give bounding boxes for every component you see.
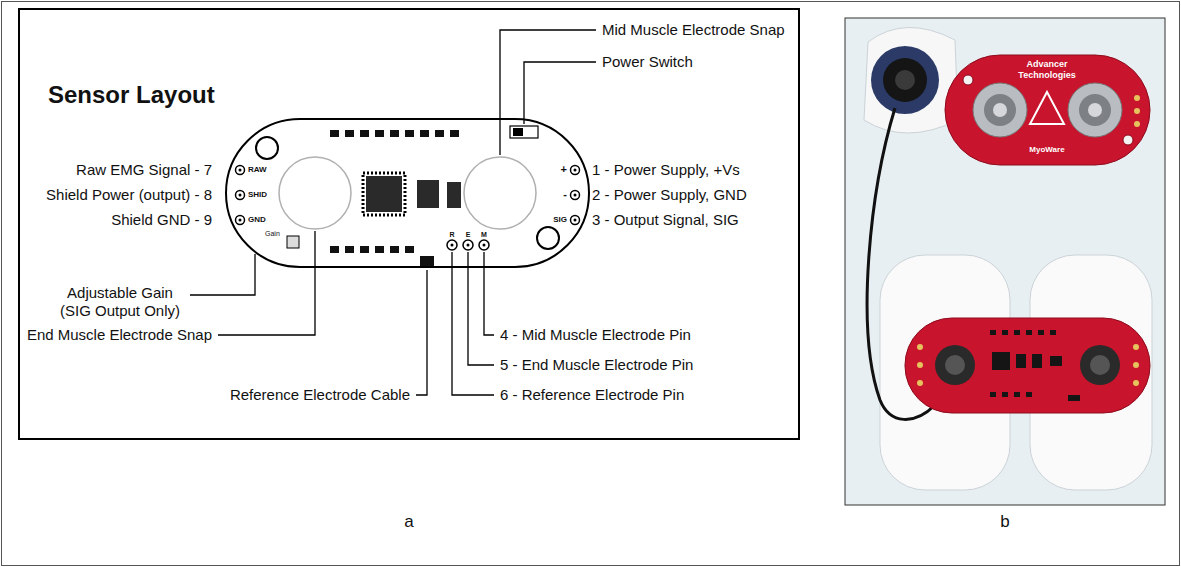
pin-letter-holder: E bbox=[466, 231, 471, 239]
pad-name: - bbox=[563, 188, 567, 201]
pad-name-holder: RAW bbox=[248, 165, 267, 175]
pin-label-holder: 6 - Reference Electrode Pin bbox=[500, 386, 684, 404]
leader-line bbox=[500, 30, 596, 155]
pin-label: Shield Power (output) - 8 bbox=[46, 186, 212, 204]
pin-label-holder: Shield GND - 9 bbox=[111, 211, 212, 229]
panel-title-holder: Sensor Layout bbox=[48, 81, 215, 110]
leader-line bbox=[416, 270, 427, 395]
pin-label: 2 - Power Supply, GND bbox=[592, 186, 747, 204]
sensor-board: RAW SHID GND + - SIG Gain R E M bbox=[225, 118, 590, 268]
gain-mark-holder: Gain bbox=[265, 230, 280, 238]
pad-name-holder: SHID bbox=[248, 190, 267, 200]
board-print-holder: Advancer Technologies bbox=[1011, 59, 1083, 81]
pin-label: Shield GND - 9 bbox=[111, 211, 212, 229]
pin-label-holder: 4 - Mid Muscle Electrode Pin bbox=[500, 326, 691, 344]
pin-label-holder: 1 - Power Supply, +Vs bbox=[592, 161, 740, 179]
board-print: Advancer Technologies bbox=[1011, 59, 1083, 81]
leader-line bbox=[484, 252, 494, 335]
leader-line bbox=[190, 254, 255, 295]
board-print-holder: MyoWare bbox=[1029, 145, 1064, 155]
pad-name: SIG bbox=[553, 215, 567, 225]
panel-letter-holder: a bbox=[404, 512, 413, 532]
panel-letter: a bbox=[404, 512, 413, 532]
pad-name: RAW bbox=[248, 165, 267, 175]
pin-letter: E bbox=[466, 231, 471, 239]
part-label: Mid Muscle Electrode Snap bbox=[602, 21, 785, 39]
part-label-holder: Adjustable Gain (SIG Output Only) bbox=[54, 284, 186, 320]
pin-label: 5 - End Muscle Electrode Pin bbox=[500, 356, 693, 374]
pad-name: GND bbox=[248, 215, 266, 225]
pin-label-holder: 2 - Power Supply, GND bbox=[592, 186, 747, 204]
pin-label-holder: 5 - End Muscle Electrode Pin bbox=[500, 356, 693, 374]
panel-letter: b bbox=[1000, 512, 1009, 532]
pad-name-holder: SIG bbox=[553, 215, 567, 225]
leader-line bbox=[468, 252, 494, 365]
board-print: MyoWare bbox=[1029, 145, 1064, 155]
leader-line bbox=[524, 62, 596, 124]
pad-name-holder: GND bbox=[248, 215, 266, 225]
pin-label-holder: 3 - Output Signal, SIG bbox=[592, 211, 739, 229]
part-label-holder: Reference Electrode Cable bbox=[230, 386, 410, 404]
pin-label: Raw EMG Signal - 7 bbox=[76, 161, 212, 179]
pin-label-holder: Shield Power (output) - 8 bbox=[46, 186, 212, 204]
pin-letter-holder: R bbox=[449, 231, 454, 239]
pin-label: 4 - Mid Muscle Electrode Pin bbox=[500, 326, 691, 344]
sensor-photo bbox=[845, 18, 1165, 505]
part-label: End Muscle Electrode Snap bbox=[27, 326, 212, 344]
pin-label: 3 - Output Signal, SIG bbox=[592, 211, 739, 229]
pin-letter: M bbox=[481, 231, 487, 239]
board-outline bbox=[225, 118, 590, 268]
part-label: Power Switch bbox=[602, 53, 693, 71]
panel-letter-holder: b bbox=[1000, 512, 1009, 532]
part-label: Adjustable Gain (SIG Output Only) bbox=[54, 284, 186, 320]
pin-label: 1 - Power Supply, +Vs bbox=[592, 161, 740, 179]
leader-line bbox=[218, 231, 315, 335]
pad-name: + bbox=[561, 163, 567, 176]
pad-name-holder: + bbox=[561, 163, 567, 176]
part-label-holder: End Muscle Electrode Snap bbox=[27, 326, 212, 344]
panel-title: Sensor Layout bbox=[48, 81, 215, 110]
leader-line bbox=[452, 252, 494, 395]
part-label-holder: Mid Muscle Electrode Snap bbox=[602, 21, 785, 39]
pad-name: SHID bbox=[248, 190, 267, 200]
part-label: Reference Electrode Cable bbox=[230, 386, 410, 404]
pin-label-holder: Raw EMG Signal - 7 bbox=[76, 161, 212, 179]
part-label-holder: Power Switch bbox=[602, 53, 693, 71]
pin-letter: R bbox=[449, 231, 454, 239]
board-drawing bbox=[236, 126, 580, 266]
gain-mark: Gain bbox=[265, 230, 280, 238]
pin-label: 6 - Reference Electrode Pin bbox=[500, 386, 684, 404]
pin-letter-holder: M bbox=[481, 231, 487, 239]
pad-name-holder: - bbox=[563, 188, 567, 201]
